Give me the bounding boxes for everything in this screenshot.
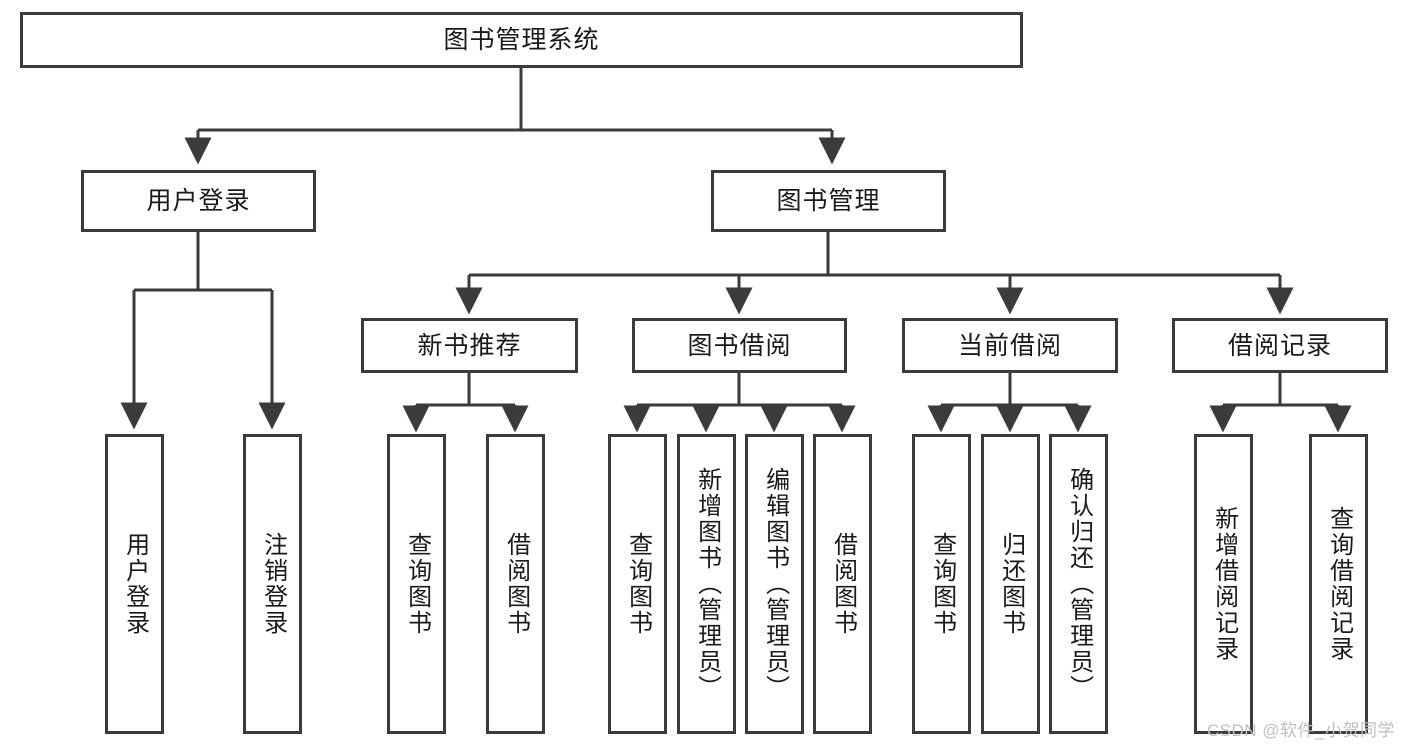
leaf-borrow-add-book-admin[interactable]: 新增图书（管理员） (677, 434, 736, 734)
leaf-borrow-borrow-book[interactable]: 借阅图书 (813, 434, 872, 734)
leaf-current-confirm-return-admin[interactable]: 确认归还（管理员） (1049, 434, 1108, 734)
node-borrow-record[interactable]: 借阅记录 (1172, 318, 1388, 373)
node-book-management[interactable]: 图书管理 (711, 170, 946, 232)
node-user-login[interactable]: 用户登录 (81, 170, 316, 232)
leaf-current-return-book[interactable]: 归还图书 (981, 434, 1040, 734)
node-book-borrow[interactable]: 图书借阅 (632, 318, 847, 373)
leaf-borrow-edit-book-admin[interactable]: 编辑图书（管理员） (745, 434, 804, 734)
leaf-recommend-borrow-book[interactable]: 借阅图书 (486, 434, 545, 734)
node-new-book-recommend[interactable]: 新书推荐 (361, 318, 578, 373)
leaf-borrow-query-book[interactable]: 查询图书 (608, 434, 667, 734)
leaf-record-query-record[interactable]: 查询借阅记录 (1309, 434, 1368, 734)
leaf-user-login-signin[interactable]: 用户登录 (105, 434, 164, 734)
leaf-recommend-query-book[interactable]: 查询图书 (387, 434, 446, 734)
node-current-borrow[interactable]: 当前借阅 (902, 318, 1118, 373)
node-root-system[interactable]: 图书管理系统 (20, 12, 1023, 68)
leaf-user-login-signout[interactable]: 注销登录 (243, 434, 302, 734)
leaf-current-query-book[interactable]: 查询图书 (912, 434, 971, 734)
leaf-record-add-record[interactable]: 新增借阅记录 (1194, 434, 1253, 734)
